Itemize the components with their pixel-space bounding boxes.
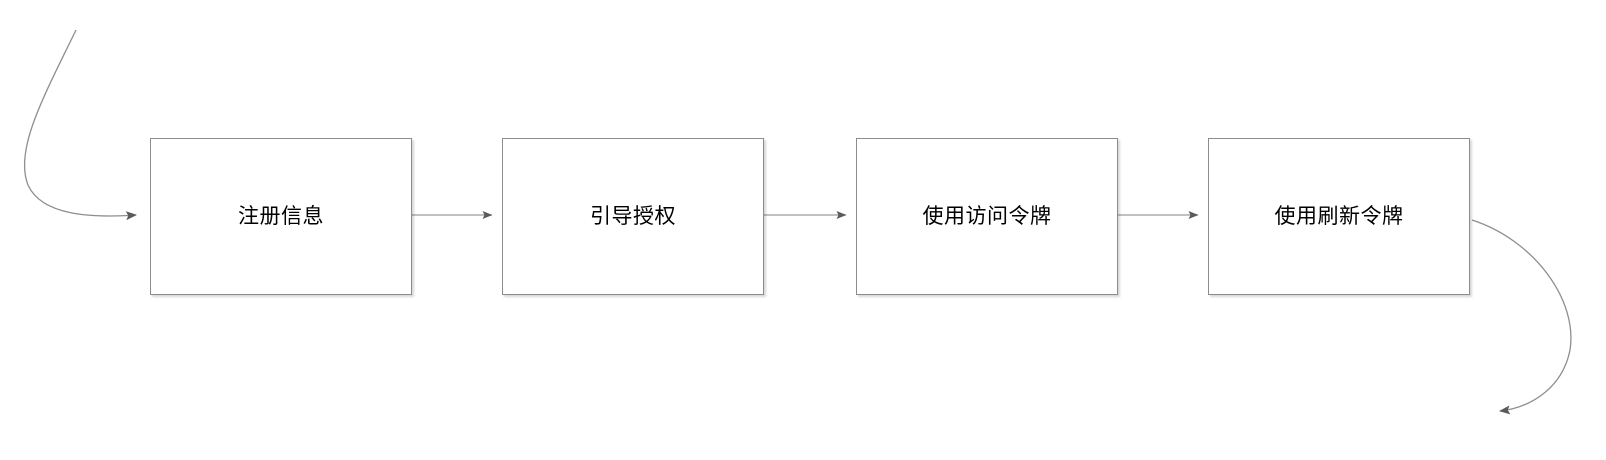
flow-node-use-refresh-token[interactable]: 使用刷新令牌 (1208, 138, 1470, 295)
flow-node-register-info[interactable]: 注册信息 (150, 138, 412, 295)
flow-node-label: 使用访问令牌 (922, 205, 1052, 228)
flow-node-use-access-token[interactable]: 使用访问令牌 (856, 138, 1118, 295)
flow-node-label: 使用刷新令牌 (1274, 205, 1404, 228)
flow-node-label: 注册信息 (238, 205, 324, 228)
edge-exit-curve (1471, 219, 1572, 415)
flow-node-label: 引导授权 (590, 205, 676, 228)
flow-node-guide-authorization[interactable]: 引导授权 (502, 138, 764, 295)
edge-entry-curve (23, 29, 137, 221)
